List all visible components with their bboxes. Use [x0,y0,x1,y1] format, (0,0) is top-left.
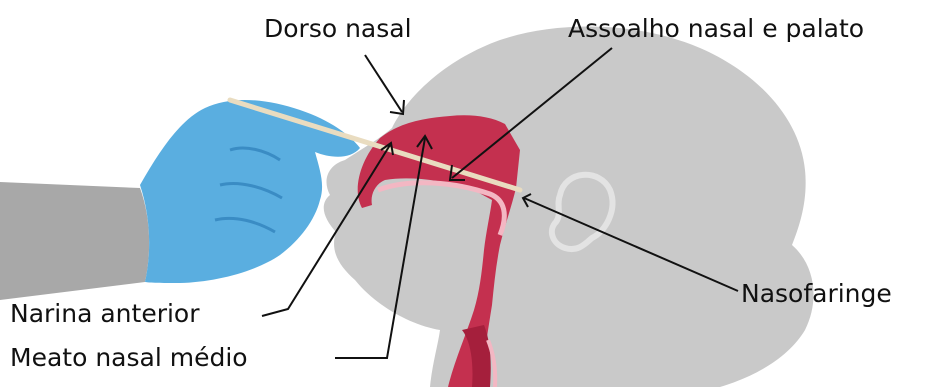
glove-hand [140,100,360,283]
label-dorso-nasal: Dorso nasal [264,16,412,41]
label-nasofaringe: Nasofaringe [741,281,892,306]
head-silhouette [324,27,814,387]
dorso-nasal-arrow [365,55,402,112]
label-assoalho-nasal-palato: Assoalho nasal e palato [568,16,864,41]
sleeve [0,182,149,300]
label-meato-nasal-medio: Meato nasal médio [10,345,248,370]
label-narina-anterior: Narina anterior [10,301,200,326]
